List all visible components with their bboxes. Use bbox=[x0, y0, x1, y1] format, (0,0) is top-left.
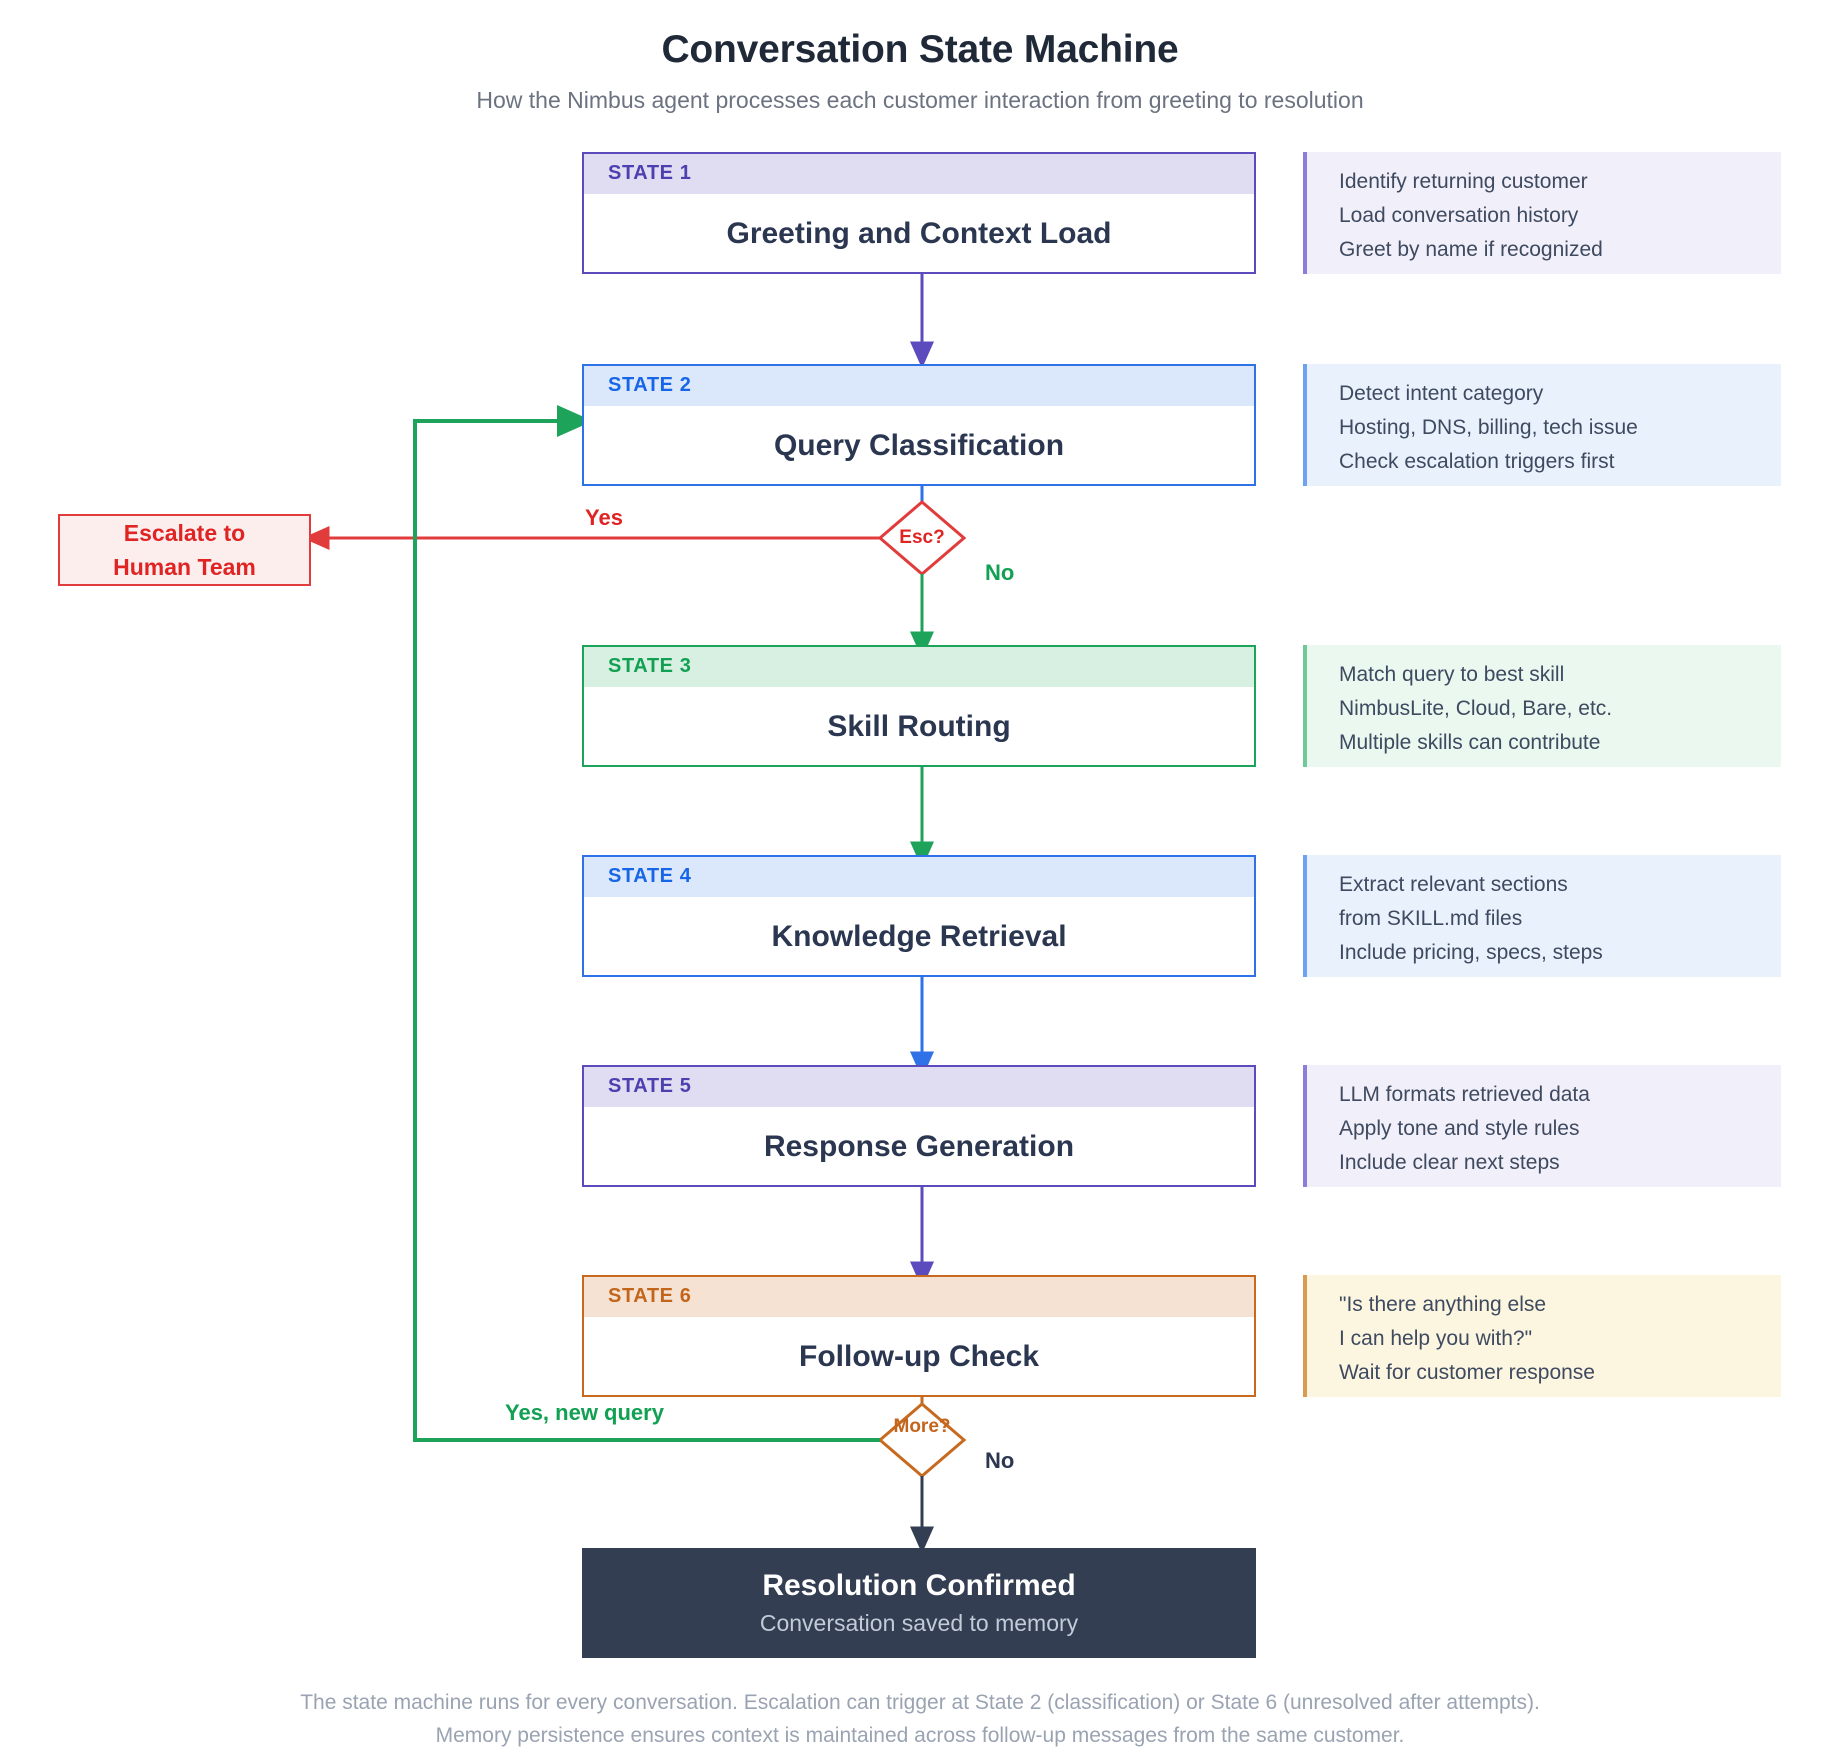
state-node-2[interactable]: STATE 2 Query Classification bbox=[582, 364, 1256, 486]
state-5-title: Response Generation bbox=[763, 1130, 1075, 1163]
edge-label-esc-no: No bbox=[985, 560, 1015, 585]
escalate-to-human-node[interactable]: Escalate to Human Team bbox=[58, 514, 311, 586]
annotation-state-6: "Is there anything else I can help you w… bbox=[1303, 1275, 1781, 1397]
annotation-line: Multiple skills can contribute bbox=[1339, 731, 1601, 754]
annotation-line: Greet by name if recognized bbox=[1339, 238, 1603, 261]
footer-note: The state machine runs for every convers… bbox=[0, 1686, 1840, 1752]
edge-label-more-yes: Yes, new query bbox=[505, 1400, 664, 1425]
state-4-tag: STATE 4 bbox=[584, 857, 1254, 897]
terminal-title: Resolution Confirmed bbox=[762, 1569, 1076, 1602]
state-2-tag: STATE 2 bbox=[584, 366, 1254, 406]
terminal-subtitle: Conversation saved to memory bbox=[759, 1610, 1079, 1636]
annotation-line: Include pricing, specs, steps bbox=[1339, 941, 1603, 964]
annotation-line: Match query to best skill bbox=[1339, 663, 1565, 686]
annotation-state-2: Detect intent category Hosting, DNS, bil… bbox=[1303, 364, 1781, 486]
state-5-tag: STATE 5 bbox=[584, 1067, 1254, 1107]
edge-label-esc-yes: Yes bbox=[585, 505, 623, 530]
annotation-line: Check escalation triggers first bbox=[1339, 450, 1615, 473]
state-node-6[interactable]: STATE 6 Follow-up Check bbox=[582, 1275, 1256, 1397]
terminal-node-resolution[interactable]: Resolution Confirmed Conversation saved … bbox=[582, 1548, 1256, 1658]
state-4-title: Knowledge Retrieval bbox=[771, 920, 1067, 953]
state-node-3[interactable]: STATE 3 Skill Routing bbox=[582, 645, 1256, 767]
annotation-line: from SKILL.md files bbox=[1339, 907, 1523, 930]
annotation-line: Extract relevant sections bbox=[1339, 873, 1568, 896]
state-1-tag: STATE 1 bbox=[584, 154, 1254, 194]
annotation-state-4: Extract relevant sections from SKILL.md … bbox=[1303, 855, 1781, 977]
annotation-line: Include clear next steps bbox=[1339, 1151, 1560, 1174]
annotation-line: Detect intent category bbox=[1339, 382, 1544, 405]
annotation-line: NimbusLite, Cloud, Bare, etc. bbox=[1339, 697, 1613, 720]
edge-label-more-no: No bbox=[985, 1448, 1015, 1473]
state-6-title: Follow-up Check bbox=[799, 1340, 1039, 1373]
state-node-5[interactable]: STATE 5 Response Generation bbox=[582, 1065, 1256, 1187]
annotation-line: I can help you with?" bbox=[1339, 1327, 1533, 1350]
more-diamond-label: More? bbox=[893, 1416, 951, 1437]
annotation-line: Load conversation history bbox=[1339, 204, 1579, 227]
footer-line-1: The state machine runs for every convers… bbox=[300, 1691, 1540, 1714]
annotation-line: Wait for customer response bbox=[1339, 1361, 1595, 1384]
annotation-line: Hosting, DNS, billing, tech issue bbox=[1339, 416, 1638, 439]
state-1-title: Greeting and Context Load bbox=[726, 217, 1112, 250]
annotation-line: LLM formats retrieved data bbox=[1339, 1083, 1590, 1106]
annotation-line: "Is there anything else bbox=[1339, 1293, 1547, 1316]
annotation-state-5: LLM formats retrieved data Apply tone an… bbox=[1303, 1065, 1781, 1187]
escalate-line-1: Escalate to bbox=[123, 520, 246, 546]
annotation-line: Identify returning customer bbox=[1339, 170, 1588, 193]
state-3-title: Skill Routing bbox=[827, 710, 1011, 743]
state-node-1[interactable]: STATE 1 Greeting and Context Load bbox=[582, 152, 1256, 274]
escalation-diamond-label: Esc? bbox=[899, 527, 945, 548]
escalate-line-2: Human Team bbox=[113, 554, 256, 580]
page-title: Conversation State Machine bbox=[661, 28, 1179, 71]
more-diamond bbox=[877, 1402, 967, 1478]
annotation-line: Apply tone and style rules bbox=[1339, 1117, 1580, 1140]
state-6-tag: STATE 6 bbox=[584, 1277, 1254, 1317]
state-3-tag: STATE 3 bbox=[584, 647, 1254, 687]
page-subtitle: How the Nimbus agent processes each cust… bbox=[476, 87, 1364, 113]
state-2-title: Query Classification bbox=[773, 429, 1065, 462]
annotation-state-3: Match query to best skill NimbusLite, Cl… bbox=[1303, 645, 1781, 767]
annotation-state-1: Identify returning customer Load convers… bbox=[1303, 152, 1781, 274]
footer-line-2: Memory persistence ensures context is ma… bbox=[435, 1724, 1405, 1747]
state-node-4[interactable]: STATE 4 Knowledge Retrieval bbox=[582, 855, 1256, 977]
